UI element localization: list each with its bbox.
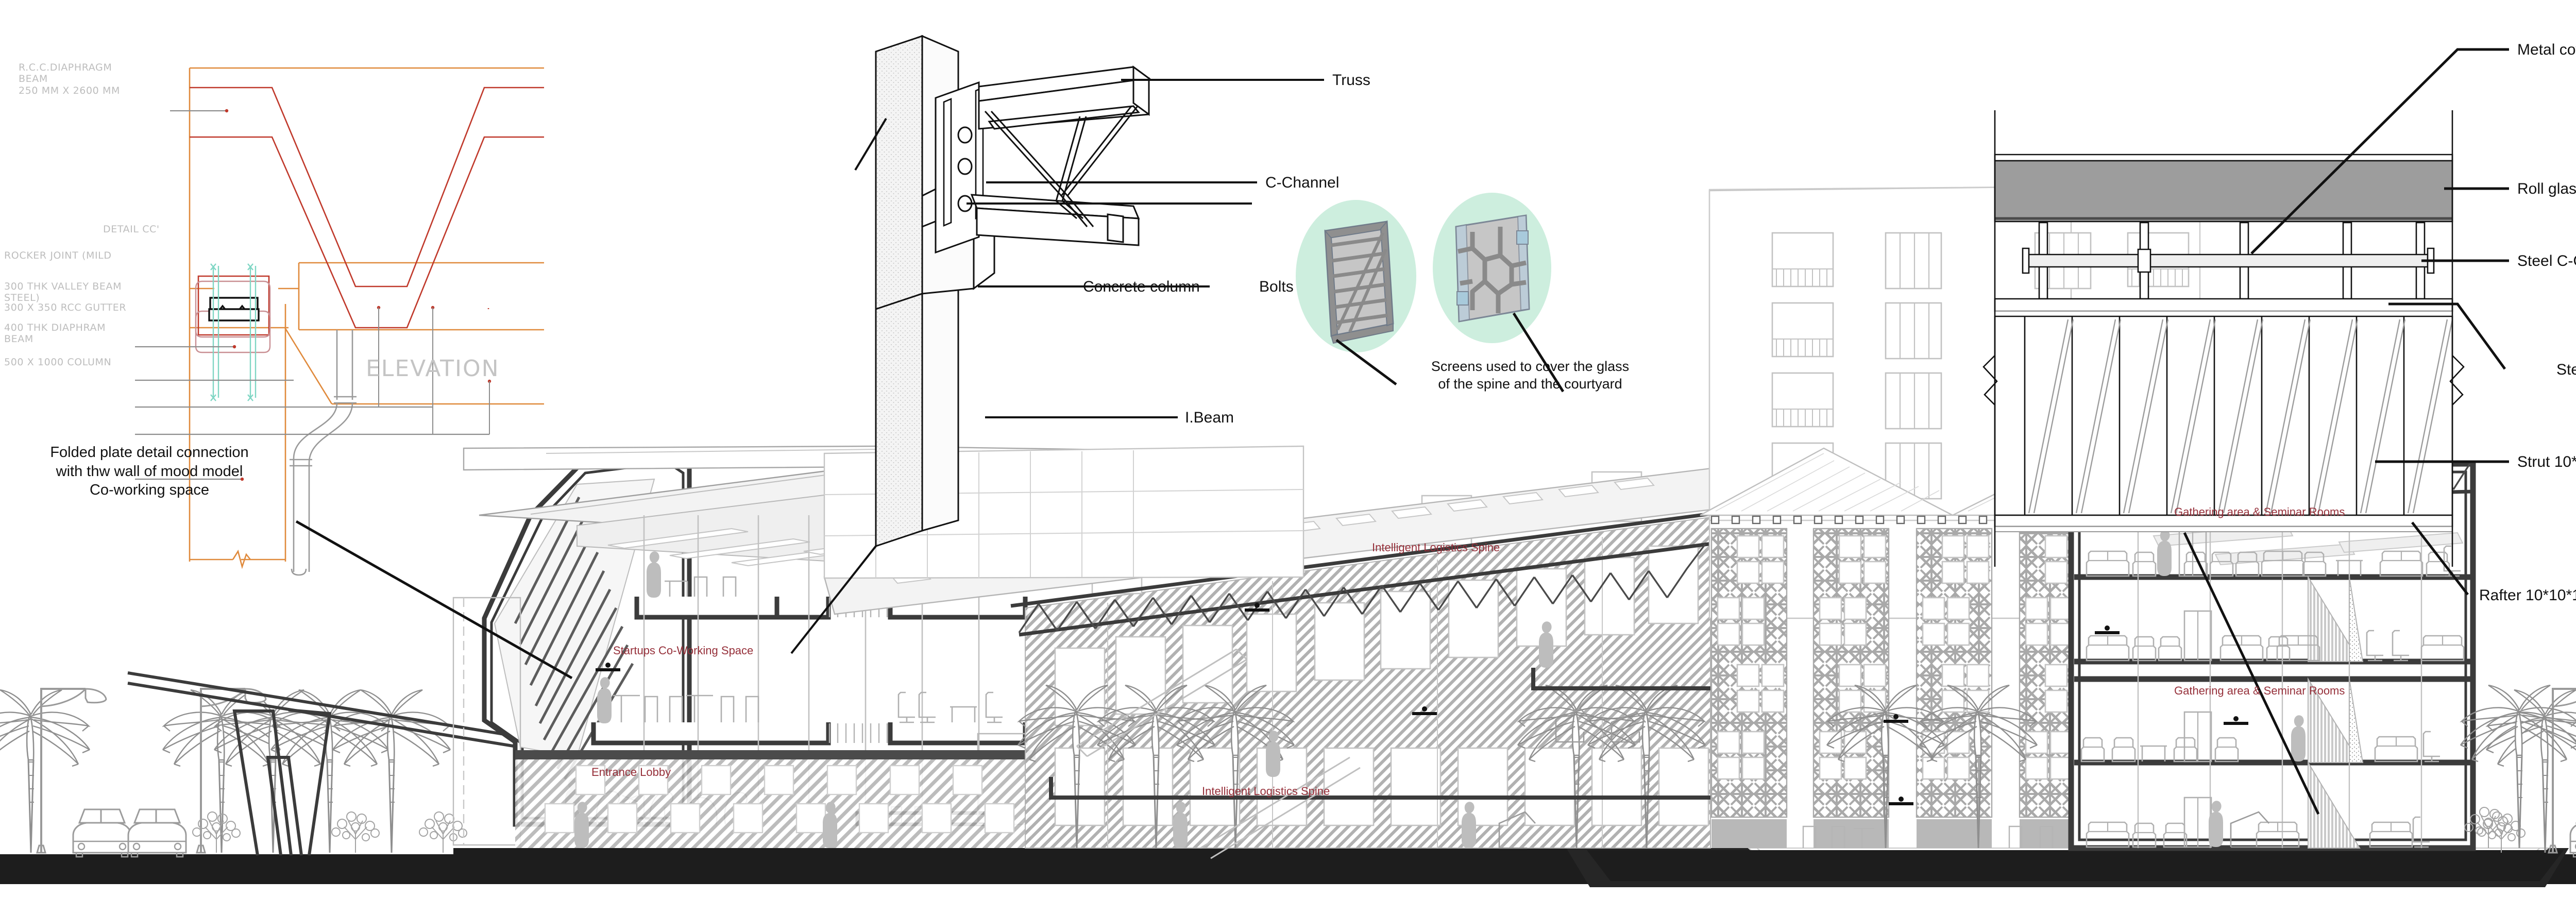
base-plate-and-bolts [935, 81, 984, 254]
louvre-screen-icon [1324, 220, 1394, 344]
note-valley-beam: 300 THK VALLEY BEAM STEEL) [4, 281, 122, 304]
folded-plate-caption: Folded plate detail connection with thw … [50, 444, 249, 499]
intelligent-logistics-spine [823, 445, 1724, 859]
callout-rafter: Rafter 10*10*1 cm [2479, 587, 2576, 604]
section-arrow-markers [596, 603, 2248, 805]
room-tag-intelligent-logistics-spine-lower: Intelligent Logistics Spine [1202, 785, 1330, 798]
note-rcc-diaphragm-beam: R.C.C.DIAPHRAGM BEAM 250 MM X 2600 MM [19, 62, 120, 96]
honeycomb-screen-callout [1433, 193, 1565, 393]
room-tag-intelligent-logistics-spine-upper: Intelligent Logistics Spine [1372, 541, 1500, 554]
room-tag-entrance-lobby: Entrance Lobby [591, 766, 671, 778]
ground-line [0, 848, 2576, 887]
callout-c-channel: C-Channel [1265, 174, 1340, 191]
roof-detail-leaders [2183, 48, 2509, 815]
note-rcc-gutter: 300 X 350 RCC GUTTER [4, 302, 127, 313]
street-scene-left [0, 671, 552, 858]
callout-metal-cover: Metal cover 1mm [2517, 41, 2576, 58]
room-tag-gathering-area-seminar-rooms-lower: Gathering area & Seminar Rooms [2174, 684, 2345, 697]
honeycomb-screen-icon [1455, 214, 1530, 323]
note-rocker-joint: ROCKER JOINT (MILD [4, 250, 112, 261]
entrance-lobby-plinth [515, 750, 1036, 848]
room-tag-startups-co-working-space: Startups Co-Working Space [613, 644, 754, 657]
callout-steel-plates: Steel Plates [2556, 361, 2576, 378]
callout-bolts: Bolts [1259, 278, 1294, 295]
detail-cc-tag: DETAIL CC' [103, 224, 160, 235]
room-tag-gathering-area-seminar-rooms-upper: Gathering area & Seminar Rooms [2174, 505, 2345, 518]
folded-plate-cad-detail [135, 67, 573, 680]
screens-caption: Screens used to cover the glass of the s… [1431, 359, 1630, 392]
louvre-screen-callout [1296, 200, 1416, 386]
truss-detail-leaders [790, 79, 1324, 654]
callout-steel-c-channel: Steel C-Channel 7.5*7.5*1 cm [2517, 252, 2576, 269]
note-diaphram-beam: 400 THK DIAPHRAM BEAM [4, 322, 106, 345]
roof-buildup-section [1982, 110, 2465, 567]
callout-i-beam: I.Beam [1185, 409, 1234, 426]
callout-truss: Truss [1332, 72, 1370, 89]
callout-strut: Strut 10*10*1 cm [2517, 453, 2576, 470]
callout-roll-glass-wool: Roll glass wool 2cm [2517, 180, 2576, 197]
elevation-title: ELEVATION [366, 356, 500, 382]
callout-concrete-column: Concrete column [1083, 278, 1200, 295]
spine-truss [1010, 511, 1724, 637]
truss-c-channel-3d [970, 65, 1151, 246]
note-column: 500 X 1000 COLUMN [4, 357, 112, 368]
